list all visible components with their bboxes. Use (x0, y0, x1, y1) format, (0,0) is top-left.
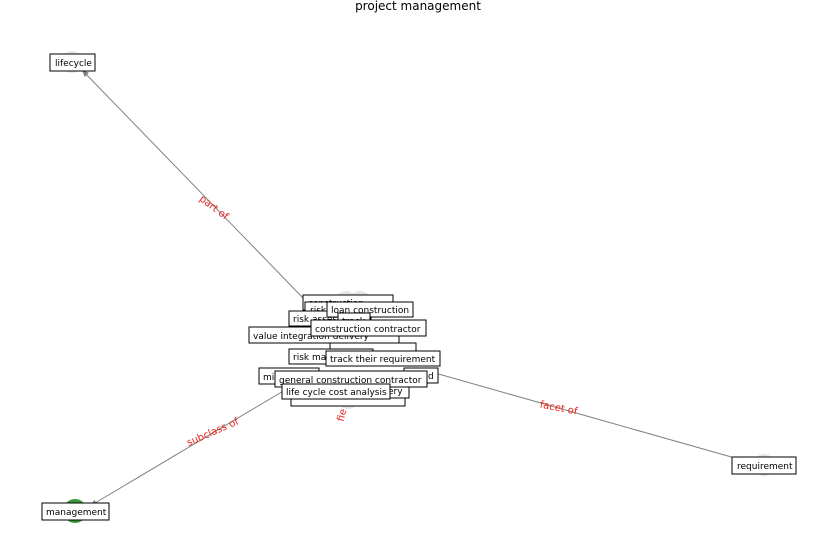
svg-text:ery: ery (388, 387, 403, 397)
edge-label-subclass-of: subclass of (185, 416, 241, 449)
edge-label-part-of: part of (197, 194, 231, 223)
svg-text:mi: mi (263, 373, 274, 383)
svg-text:d: d (428, 372, 434, 382)
edge-part-of (81, 69, 306, 301)
svg-text:general construction contracto: general construction contractor (279, 376, 422, 386)
edge-facet-of (434, 372, 743, 461)
graph-title: project management (355, 0, 481, 13)
node-label: track their requirement (325, 350, 441, 367)
edge-subclass-of (89, 389, 286, 507)
node-management: management (41, 502, 110, 521)
svg-text:loan construction: loan construction (331, 306, 409, 316)
svg-text:lifecycle: lifecycle (55, 59, 92, 69)
node-label: construction contractor (310, 319, 427, 337)
svg-text:management: management (46, 508, 107, 518)
svg-text:life cycle cost analysis: life cycle cost analysis (286, 388, 387, 398)
edge-label-facet-of: facet of (539, 400, 579, 418)
svg-text:construction contractor: construction contractor (315, 325, 421, 335)
edge-label-field: fie (336, 408, 350, 423)
node-lifecycle: lifecycle (49, 53, 96, 72)
svg-text:value integration delivery: value integration delivery (253, 332, 370, 342)
node-requirement: requirement (731, 456, 797, 475)
svg-text:requirement: requirement (737, 462, 793, 472)
svg-text:track their requirement: track their requirement (330, 355, 436, 365)
node-label: life cycle cost analysis (281, 383, 391, 400)
